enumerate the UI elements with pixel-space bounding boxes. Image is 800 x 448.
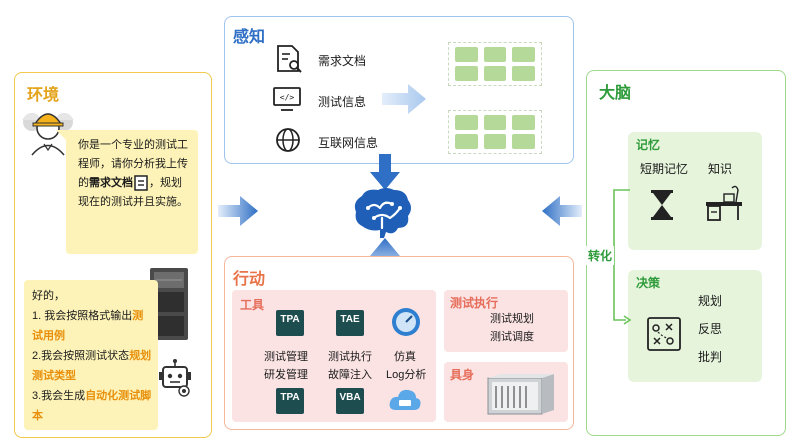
arrow-from-brain-panel [542,196,582,226]
memory-title: 记忆 [636,138,661,152]
decision-subpanel: 决策 [628,270,762,382]
svg-text:</>: </> [280,93,295,102]
gauge-icon [392,308,420,336]
memory-subpanel: 记忆 [628,132,762,250]
perception-data-grid-top [448,42,542,86]
brain-icon [354,188,411,238]
bubble1-tail [56,130,70,144]
tool-label-test-mgmt: 测试管理 [264,351,308,363]
execution-item-scheduling: 测试调度 [490,331,534,343]
response-item2-highlight: 规划测试类型 [32,350,152,382]
test-equipment-icon [487,374,554,415]
decision-item-plan: 规划 [698,294,723,308]
response-item3-highlight: 自动化测试脚本 [32,390,152,422]
document-search-icon [277,45,302,73]
decision-item-reflect: 反思 [698,322,723,336]
server-rack-icon [150,268,188,340]
response-item1-highlight: 测试用例 [32,310,144,342]
perception-item-test-info: 测试信息 [318,95,367,109]
request-text-bold: 需求文档 [89,177,133,189]
embodied-title: 具身 [450,368,475,382]
perception-item-requirements: 需求文档 [318,54,367,68]
action-title: 行动 [233,271,266,288]
response-item1: 1. 我会按照格式输出 [32,310,133,322]
transform-label: 转化 [586,246,615,265]
decision-item-critique: 批判 [698,350,723,364]
perception-item-internet: 互联网信息 [318,136,379,150]
execution-item-planning: 测试规划 [490,313,534,325]
tool-label-simulation: 仿真 [394,351,416,363]
cloud-log-icon [389,389,421,410]
tool-label-log-analysis: Log分析 [386,369,427,381]
test-execution-subpanel: 测试执行 [444,290,568,352]
perception-arrow-right [382,84,426,114]
robot-icon [159,359,191,397]
document-icon [134,175,148,191]
brain-title: 大脑 [599,85,632,102]
tool-label-test-exec: 测试执行 [328,351,372,363]
test-execution-title: 测试执行 [450,296,499,310]
environment-title: 环境 [27,87,60,104]
perception-title: 感知 [233,29,266,46]
strategy-board-icon [647,317,681,351]
tool-label-fault-inject: 故障注入 [328,369,372,381]
response-item2: 2.我会按照测试状态 [32,350,130,362]
desk-knowledge-icon [706,185,742,221]
perception-data-grid-bottom [448,110,542,154]
globe-icon [276,128,300,152]
decision-title: 决策 [636,276,661,290]
hourglass-icon [651,190,673,220]
tools-title: 工具 [240,298,265,312]
tool-badge-4: VBA [336,388,364,414]
code-monitor-icon: </> [273,87,301,111]
agent-response-bubble: 好的， 1. 我会按照格式输出测试用例 2.我会按照测试状态规划测试类型 3.我… [24,280,158,430]
request-text-end: ，规划现在的测试并且实施。 [78,177,188,208]
response-item3: 3.我会生成 [32,390,86,402]
arrow-down-to-brain [370,154,400,190]
memory-item-knowledge: 知识 [708,162,733,176]
user-request-bubble: 你是一个专业的测试工程师，请你分析我上传的需求文档，规划现在的测试并且实施。 [66,130,198,254]
arrow-from-environment [218,196,258,226]
tool-badge-2: TAE [336,310,364,336]
tool-label-dev-mgmt: 研发管理 [264,369,308,381]
tool-badge-1: TPA [276,310,304,336]
memory-item-short-term: 短期记忆 [640,162,689,176]
tool-badge-3: TPA [276,388,304,414]
response-intro: 好的， [32,290,65,302]
engineer-avatar-icon [22,113,74,156]
request-text-start: 你是一个专业的测试工程师，请你分析我上传的 [78,139,188,189]
